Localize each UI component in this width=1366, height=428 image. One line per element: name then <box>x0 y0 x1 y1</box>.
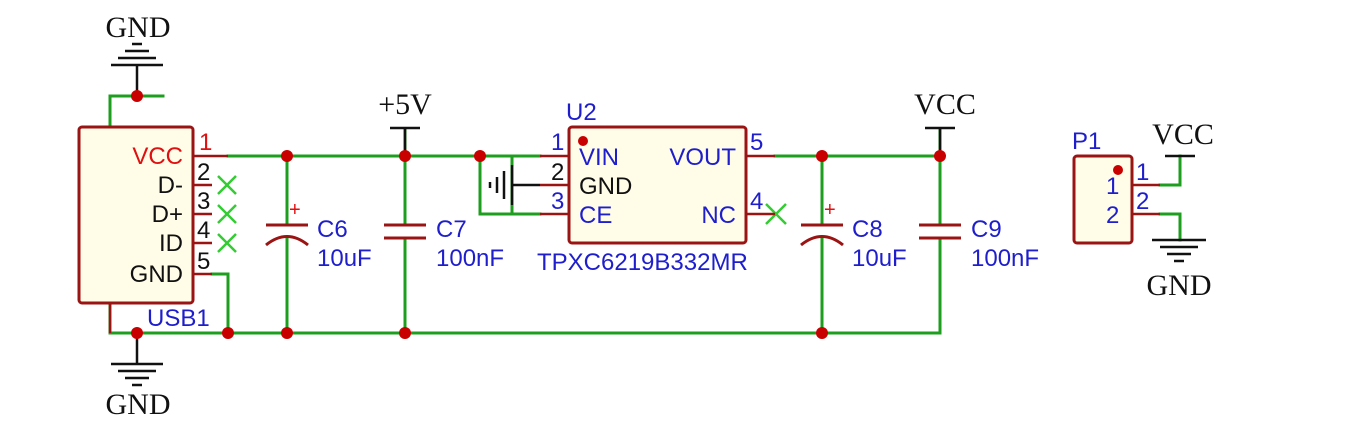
usb1-pin-vcc-name: VCC <box>132 143 183 170</box>
junction <box>474 150 486 162</box>
p1-pin2-outer: 2 <box>1136 188 1149 215</box>
p1-body <box>1072 154 1134 245</box>
u2-ref: U2 <box>566 99 597 126</box>
junction <box>222 327 234 339</box>
plus5v-label: +5V <box>378 88 432 121</box>
junction <box>816 150 828 162</box>
c6-value: 10uF <box>317 245 372 272</box>
junctions <box>131 90 946 339</box>
u2-pin-ce-name: CE <box>579 202 612 229</box>
c6-polarity-mark: + <box>289 199 301 221</box>
u2-pin1-number: 1 <box>551 129 564 156</box>
u2-pin3-number: 3 <box>551 188 564 215</box>
p1-ref: P1 <box>1072 128 1101 155</box>
p1-pin1-indicator <box>1113 165 1123 175</box>
vcc-p1-label: VCC <box>1152 118 1214 151</box>
power-flag-vcc-p1: VCC <box>1152 118 1214 158</box>
u2-pin-nc-name: NC <box>701 202 736 229</box>
wire-usb-top-gnd <box>108 94 165 129</box>
power-flag-5v: +5V <box>378 88 432 156</box>
usb1-pin3-number: 3 <box>197 188 210 215</box>
gnd-symbol-bottom: GND <box>106 333 171 421</box>
c7-ref: C7 <box>436 216 467 243</box>
c8-ref: C8 <box>852 216 883 243</box>
u2-part-number: TPXC6219B332MR <box>537 249 748 276</box>
no-connect-usb-pin4 <box>217 233 237 253</box>
c7-value: 100nF <box>436 245 504 272</box>
usb1-pin-id-name: ID <box>159 230 183 257</box>
capacitor-c8: + C8 10uF <box>800 199 907 272</box>
u2-pin4-number: 4 <box>750 188 763 215</box>
junction <box>816 327 828 339</box>
usb1-ref: USB1 <box>147 305 210 332</box>
no-connect-marks <box>217 175 787 253</box>
junction <box>399 327 411 339</box>
junction <box>281 150 293 162</box>
junction <box>131 90 143 102</box>
gnd-symbol-u2 <box>488 165 540 205</box>
p1-pin1-outer: 1 <box>1136 159 1149 186</box>
junction <box>399 150 411 162</box>
u2-pin-gnd-name: GND <box>579 173 632 200</box>
vcc-main-label: VCC <box>914 88 976 121</box>
gnd-top-label: GND <box>106 11 171 44</box>
usb1-pin4-number: 4 <box>197 217 210 244</box>
p1-header: P1 1 2 1 2 <box>1072 128 1160 245</box>
u2-pin1-indicator <box>578 136 588 146</box>
wire-ce-loop <box>478 154 542 216</box>
usb1-connector: VCC D- D+ ID GND 1 2 3 4 5 USB1 <box>77 125 228 333</box>
u2-pin-vin-name: VIN <box>579 144 619 171</box>
capacitor-c7: C7 100nF <box>384 216 504 272</box>
u2-pin-vout-name: VOUT <box>669 144 736 171</box>
usb1-pin5-number: 5 <box>197 248 210 275</box>
usb1-pin2-number: 2 <box>197 159 210 186</box>
gnd-p1-label: GND <box>1147 269 1212 302</box>
c6-ref: C6 <box>317 216 348 243</box>
junction <box>281 327 293 339</box>
u2-regulator: U2 VIN GND CE VOUT NC 1 2 3 5 4 TPXC6219… <box>537 99 775 276</box>
capacitor-c6: + C6 10uF <box>265 199 372 272</box>
usb1-pin-dplus-name: D+ <box>152 201 183 228</box>
usb1-pin-gnd-name: GND <box>130 261 183 288</box>
gnd-bottom-label: GND <box>106 388 171 421</box>
no-connect-u2-pin4 <box>765 203 787 225</box>
c8-polarity-mark: + <box>824 199 836 221</box>
capacitor-c9: C9 100nF <box>919 216 1039 272</box>
no-connect-usb-pin2 <box>217 175 237 195</box>
wire-usb-pin5 <box>210 272 230 335</box>
wire-p1-gnd <box>1158 212 1182 242</box>
gnd-symbol-top: GND <box>106 11 171 96</box>
u2-pin2-number: 2 <box>551 159 564 186</box>
c9-ref: C9 <box>971 216 1002 243</box>
junction <box>934 150 946 162</box>
c9-value: 100nF <box>971 245 1039 272</box>
junction <box>131 327 143 339</box>
p1-pin2-inner: 2 <box>1106 202 1119 229</box>
c8-value: 10uF <box>852 245 907 272</box>
usb1-pin1-number: 1 <box>199 129 212 156</box>
power-flag-vcc: VCC <box>914 88 976 156</box>
wire-p1-vcc <box>1158 154 1182 187</box>
u2-pin5-number: 5 <box>750 129 763 156</box>
p1-pin1-inner: 1 <box>1106 173 1119 200</box>
gnd-symbol-p1: GND <box>1147 238 1212 302</box>
no-connect-usb-pin3 <box>217 204 237 224</box>
usb1-pin-dminus-name: D- <box>158 172 183 199</box>
